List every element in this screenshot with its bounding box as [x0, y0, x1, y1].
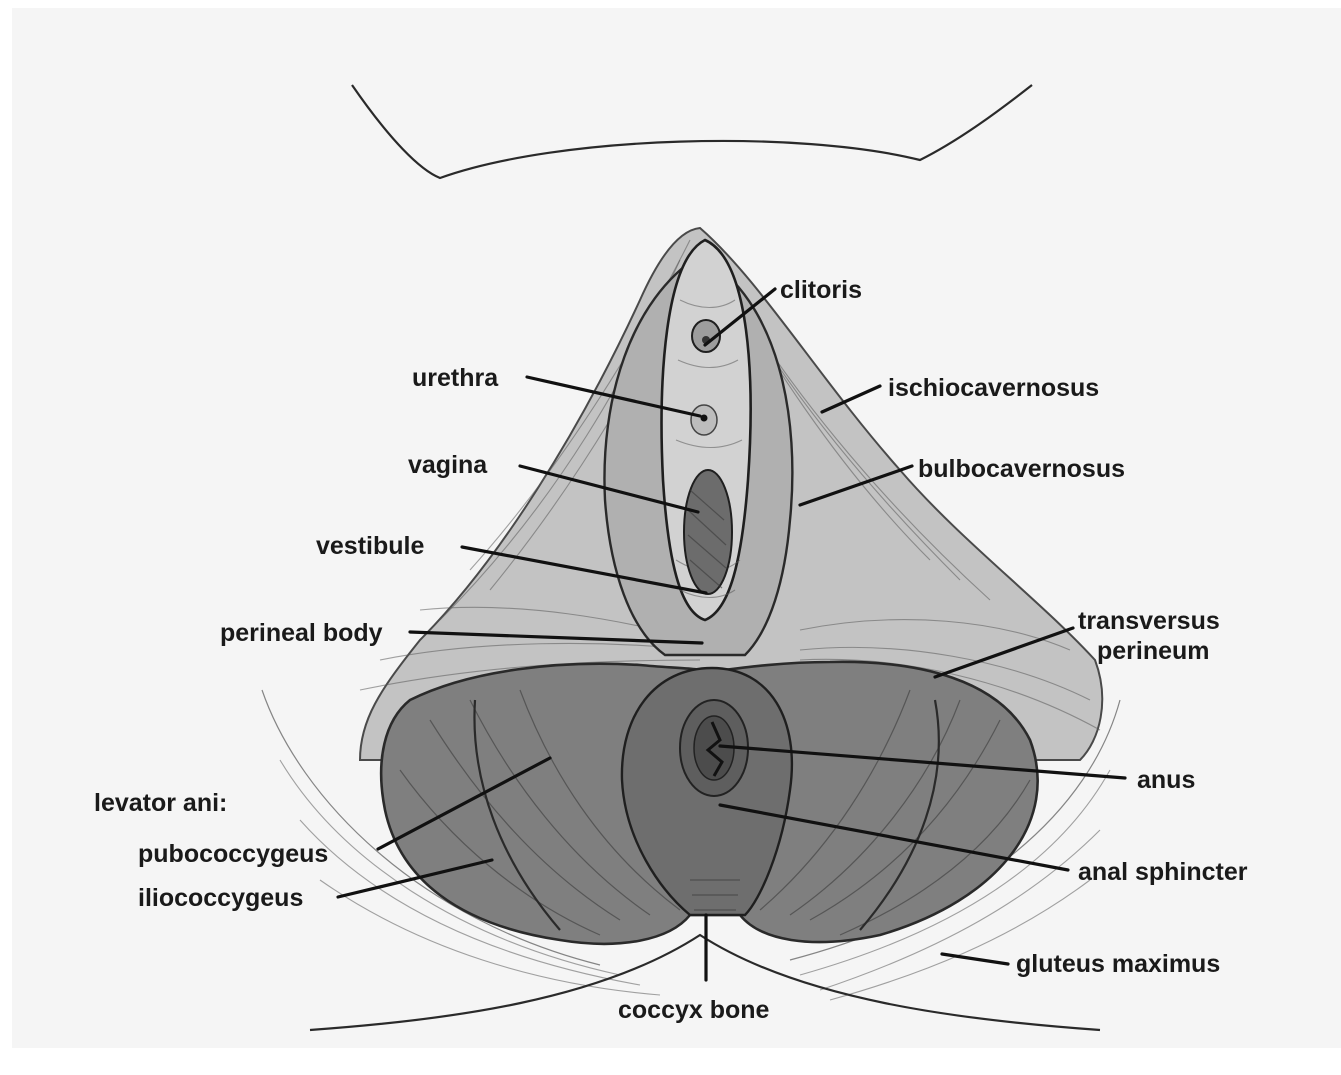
label-transversus: transversus: [1078, 607, 1220, 635]
label-bulbocavernosus: bulbocavernosus: [918, 455, 1125, 483]
label-coccyx-bone: coccyx bone: [618, 996, 770, 1024]
label-perineal-body: perineal body: [220, 619, 383, 647]
label-pubococcygeus: pubococcygeus: [138, 840, 328, 868]
label-anus: anus: [1137, 766, 1195, 794]
label-levator-ani: levator ani:: [94, 789, 227, 817]
label-ischiocavernosus: ischiocavernosus: [888, 374, 1099, 402]
label-vagina: vagina: [408, 451, 488, 479]
label-gluteus-maximus: gluteus maximus: [1016, 950, 1220, 978]
label-clitoris: clitoris: [780, 276, 862, 304]
label-urethra: urethra: [412, 364, 499, 392]
label-perineum: perineum: [1097, 637, 1210, 665]
label-vestibule: vestibule: [316, 532, 424, 560]
label-anal-sphincter: anal sphincter: [1078, 858, 1248, 886]
label-iliococcygeus: iliococcygeus: [138, 884, 303, 912]
